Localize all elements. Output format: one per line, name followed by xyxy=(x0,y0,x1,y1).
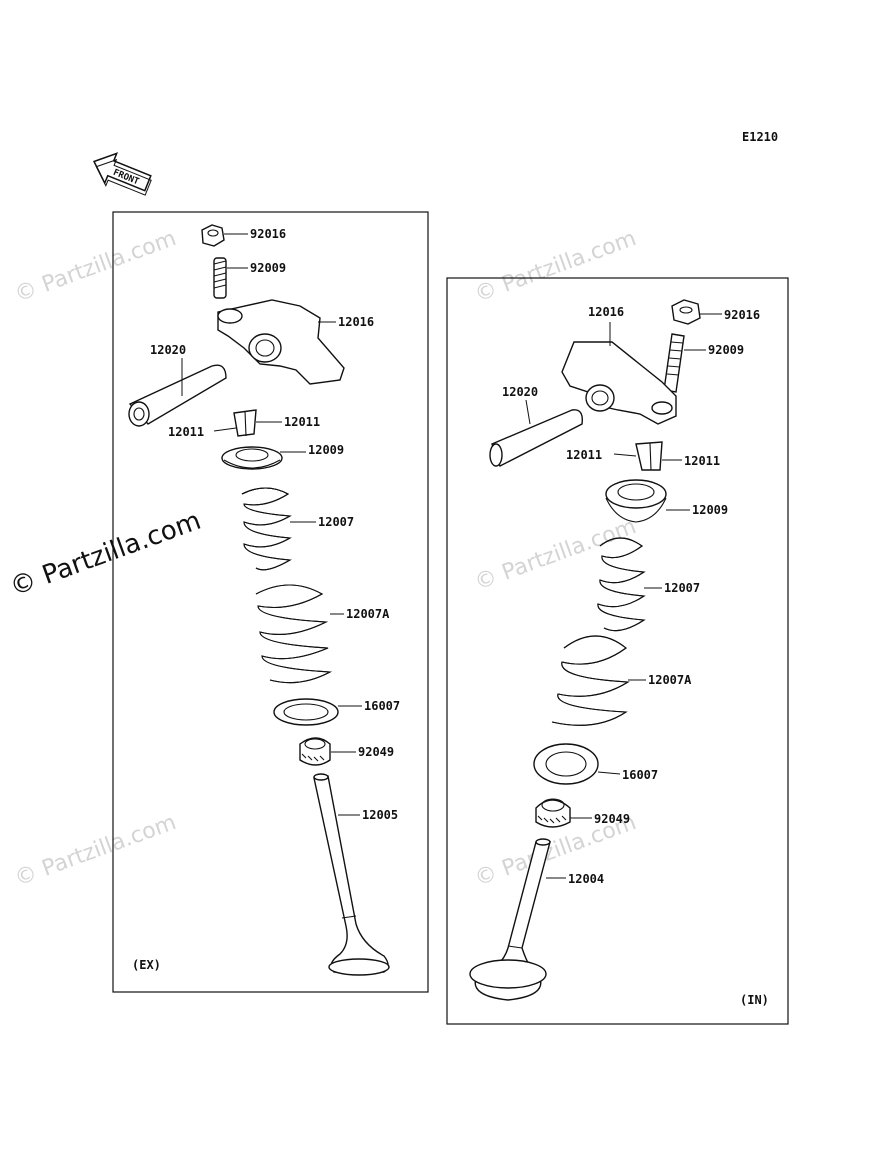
label-12007A: 12007A xyxy=(648,673,692,687)
adjuster-screw-part xyxy=(213,257,227,299)
label-12005: 12005 xyxy=(362,808,398,822)
label-16007: 16007 xyxy=(622,768,658,782)
exhaust-panel: 92016 92009 12016 12020 12011 12011 1200… xyxy=(112,211,429,993)
exhaust-valve-part xyxy=(313,773,390,976)
intake-panel-frame xyxy=(446,277,789,1025)
label-12020: 12020 xyxy=(150,343,186,357)
label-12011-right: 12011 xyxy=(684,454,720,468)
label-92049: 92049 xyxy=(358,745,394,759)
label-92009: 92009 xyxy=(708,343,744,357)
stem-seal-part xyxy=(535,798,571,828)
watermark: © Partzilla.com xyxy=(12,226,180,308)
rocker-shaft-part xyxy=(489,409,583,467)
outer-valve-spring-part xyxy=(255,584,332,684)
rocker-shaft-part xyxy=(128,364,227,427)
spring-seat-part xyxy=(273,698,339,726)
watermark-main: © Partzilla.com xyxy=(6,506,205,603)
label-92009: 92009 xyxy=(250,261,286,275)
exhaust-tag: (EX) xyxy=(132,958,161,972)
label-92016: 92016 xyxy=(724,308,760,322)
watermark: © Partzilla.com xyxy=(472,514,640,596)
adjuster-screw-part xyxy=(663,333,685,393)
label-12011-left: 12011 xyxy=(168,425,204,439)
inner-valve-spring-part xyxy=(597,537,646,632)
nut-part xyxy=(201,224,225,247)
diagram-code: E1210 xyxy=(742,130,778,144)
label-16007: 16007 xyxy=(364,699,400,713)
rocker-arm-part xyxy=(561,341,677,425)
exhaust-leader-lines xyxy=(181,233,362,816)
watermark: © Partzilla.com xyxy=(472,226,640,308)
inner-valve-spring-part xyxy=(241,487,292,571)
label-12007: 12007 xyxy=(664,581,700,595)
label-92049: 92049 xyxy=(594,812,630,826)
cotter-part xyxy=(233,409,257,437)
rocker-arm-part xyxy=(217,299,345,385)
label-12007: 12007 xyxy=(318,515,354,529)
intake-panel: 12016 92016 92009 12020 12011 12011 1200… xyxy=(446,277,789,1025)
exhaust-panel-frame xyxy=(112,211,429,993)
label-12009: 12009 xyxy=(692,503,728,517)
label-12007A: 12007A xyxy=(346,607,390,621)
intake-valve-part xyxy=(469,838,551,1001)
label-12011-right: 12011 xyxy=(284,415,320,429)
stem-seal-part xyxy=(299,737,331,766)
nut-part xyxy=(671,299,701,325)
label-12016: 12016 xyxy=(588,305,624,319)
intake-tag: (IN) xyxy=(740,993,769,1007)
spring-seat-part xyxy=(533,743,599,785)
cotter-part xyxy=(635,441,663,471)
label-12011-left: 12011 xyxy=(566,448,602,462)
front-arrow-icon: FRONT xyxy=(92,152,152,196)
outer-valve-spring-part xyxy=(551,635,630,726)
spring-retainer-part xyxy=(221,446,283,470)
spring-retainer-part xyxy=(605,479,667,523)
label-12020: 12020 xyxy=(502,385,538,399)
intake-leader-lines xyxy=(525,313,722,879)
watermark: © Partzilla.com xyxy=(12,810,180,892)
label-12016: 12016 xyxy=(338,315,374,329)
label-92016: 92016 xyxy=(250,227,286,241)
label-12009: 12009 xyxy=(308,443,344,457)
label-12004: 12004 xyxy=(568,872,604,886)
